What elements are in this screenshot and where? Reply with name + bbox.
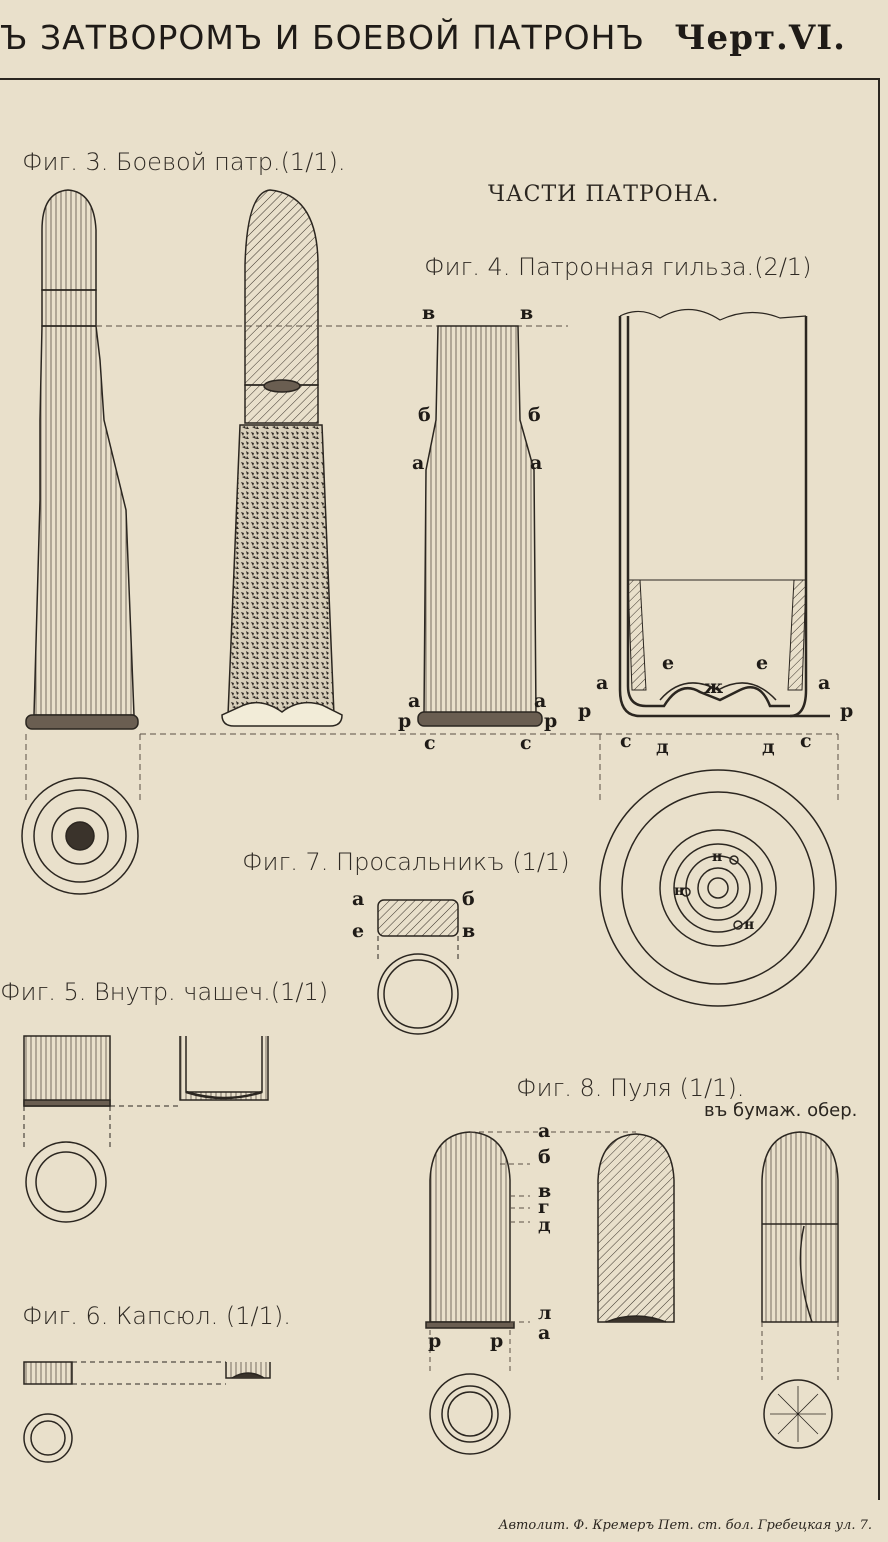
- fig3-caption: Фиг. 3. Боевой патр.(1/1).: [22, 148, 346, 176]
- fig4-case-side: [417, 325, 543, 727]
- fig3-cartridge-exterior: [25, 189, 139, 730]
- fig6-primer: [23, 1361, 271, 1463]
- fig8-bullet-paper: [761, 1131, 839, 1323]
- fig6-caption: Фиг. 6. Капсюл. (1/1).: [22, 1302, 291, 1330]
- fig4a-label-8: а: [534, 690, 547, 712]
- fig4a-label-2: в: [520, 302, 534, 324]
- fig8-label-8: р: [428, 1330, 442, 1352]
- right-rule: [878, 78, 880, 1500]
- fig4b-label-3: ж: [704, 676, 724, 698]
- fig8-label-9: р: [490, 1330, 504, 1352]
- fig4a-label-1: в: [422, 302, 436, 324]
- top-rule: [0, 78, 878, 80]
- fig4b-label-7: р: [840, 700, 854, 722]
- fig4b-label-10: д: [762, 736, 775, 758]
- fig4b-label-14: н: [744, 917, 755, 933]
- lithographer-credit: Автолит. Ф. Кремеръ Пет. ст. бол. Гребец…: [498, 1518, 872, 1533]
- fig8-bullet-exterior: [425, 1131, 515, 1329]
- fig4b-label-11: с: [800, 730, 812, 752]
- fig8-label-5: д: [538, 1214, 551, 1236]
- fig5-inner-cup: [23, 1035, 269, 1223]
- fig8-label-3: в: [538, 1180, 552, 1202]
- fig4b-label-1: е: [662, 652, 675, 674]
- fig7-caption: Фиг. 7. Просальникъ (1/1): [242, 848, 570, 876]
- parts-heading: ЧАСТИ ПАТРОНА.: [488, 182, 720, 207]
- plate-number: Черт.VI.: [674, 18, 846, 58]
- fig4b-label-4: а: [596, 672, 609, 694]
- fig4a-label-10: р: [544, 710, 558, 732]
- fig8-label-6: л: [538, 1302, 552, 1324]
- fig4a-label-7: а: [408, 690, 421, 712]
- fig4-dash-lines: [596, 733, 839, 800]
- fig7-label-2: б: [462, 888, 475, 910]
- fig4-caption: Фиг. 4. Патронная гильза.(2/1): [424, 253, 812, 281]
- fig5-caption: Фиг. 5. Внутр. чашеч.(1/1): [0, 978, 329, 1006]
- fig4a-label-12: с: [520, 732, 532, 754]
- fig7-label-3: е: [352, 920, 365, 942]
- fig7-wad: [377, 899, 459, 1035]
- fig4b-label-8: с: [620, 730, 632, 752]
- fig4a-label-5: а: [412, 452, 425, 474]
- fig4b-label-6: р: [578, 700, 592, 722]
- fig4a-label-11: с: [424, 732, 436, 754]
- fig4a-label-6: а: [530, 452, 543, 474]
- fig8-label-2: б: [538, 1146, 551, 1168]
- fig4-base-view: [599, 769, 837, 1007]
- fig7-label-1: а: [352, 888, 365, 910]
- plate-title: Ъ ЗАТВОРОМЪ И БОЕВОЙ ПАТРОНЪ: [0, 18, 645, 57]
- fig4a-label-4: б: [528, 404, 541, 426]
- fig4b-label-2: е: [756, 652, 769, 674]
- fig7-label-4: в: [462, 920, 476, 942]
- fig8-subcaption: въ бумаж. обер.: [704, 1100, 858, 1121]
- fig8-bullet-section: [597, 1133, 675, 1323]
- fig4b-label-5: а: [818, 672, 831, 694]
- fig4b-label-13: н: [674, 883, 685, 899]
- fig8-label-7: а: [538, 1322, 551, 1344]
- fig3-cartridge-section: [221, 189, 343, 727]
- fig4a-label-3: б: [418, 404, 431, 426]
- fig8-label-1: а: [538, 1120, 551, 1142]
- fig8-dash-lines: [429, 1131, 839, 1380]
- fig8-label-4: г: [538, 1196, 550, 1218]
- fig3-base-view: [21, 777, 139, 895]
- fig4b-label-12: н: [712, 849, 723, 865]
- fig4-case-section: [618, 308, 830, 718]
- fig8-base-views: [429, 1373, 833, 1455]
- fig4b-label-9: д: [656, 736, 669, 758]
- fig4a-label-9: р: [398, 710, 412, 732]
- fig8-caption: Фиг. 8. Пуля (1/1).: [516, 1074, 745, 1102]
